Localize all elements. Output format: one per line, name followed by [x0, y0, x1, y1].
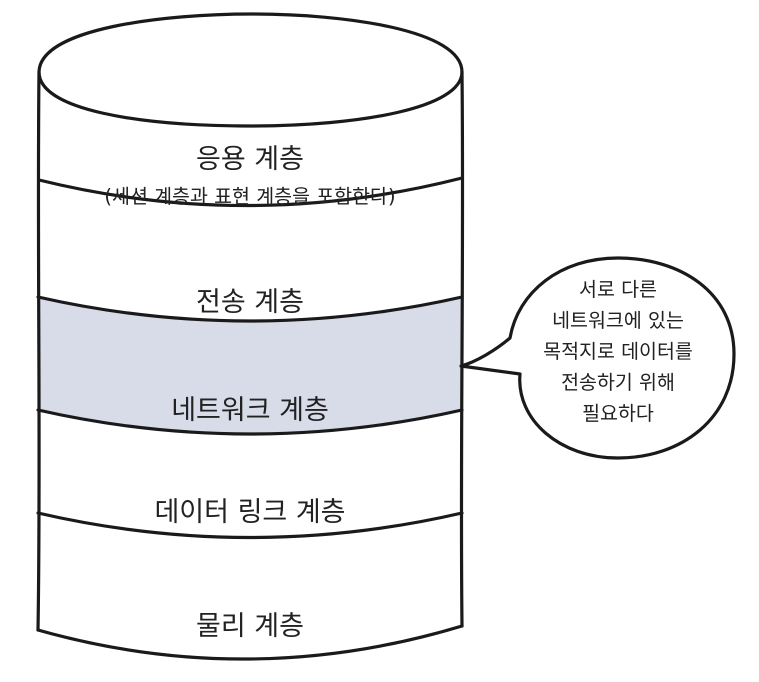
cylinder-left-side: [36, 70, 41, 632]
callout-line: 네트워크에 있는: [552, 309, 684, 332]
layer-label-transport: 전송 계층: [196, 287, 304, 318]
cylinder-bottom-curve: [36, 624, 464, 661]
network-layer-highlight: [38, 297, 462, 434]
callout-line: 필요하다: [582, 402, 654, 425]
callout-text: 서로 다른 네트워크에 있는 목적지로 데이터를 전송하기 위해 필요하다: [515, 274, 721, 429]
layer-label-data-link: 데이터 링크 계층: [154, 497, 346, 528]
callout-line: 목적지로 데이터를: [543, 340, 693, 363]
layer-divider-2: [36, 295, 464, 323]
callout-line: 전송하기 위해: [561, 371, 675, 394]
cylinder-right-side: [459, 70, 465, 628]
layer-label-application: 응용 계층: [196, 144, 304, 175]
cylinder-top-ellipse: [37, 12, 464, 128]
layer-divider-1: [37, 176, 464, 208]
layer-divider-3: [36, 408, 464, 436]
layer-label-network: 네트워크 계층: [171, 395, 329, 426]
layer-sublabel-application: (세션 계층과 표현 계층을 포함한다): [104, 185, 396, 208]
layer-label-physical: 물리 계층: [196, 611, 304, 642]
layer-divider-4: [36, 511, 464, 540]
callout-bubble: [459, 256, 736, 460]
callout-line: 서로 다른: [579, 278, 657, 301]
